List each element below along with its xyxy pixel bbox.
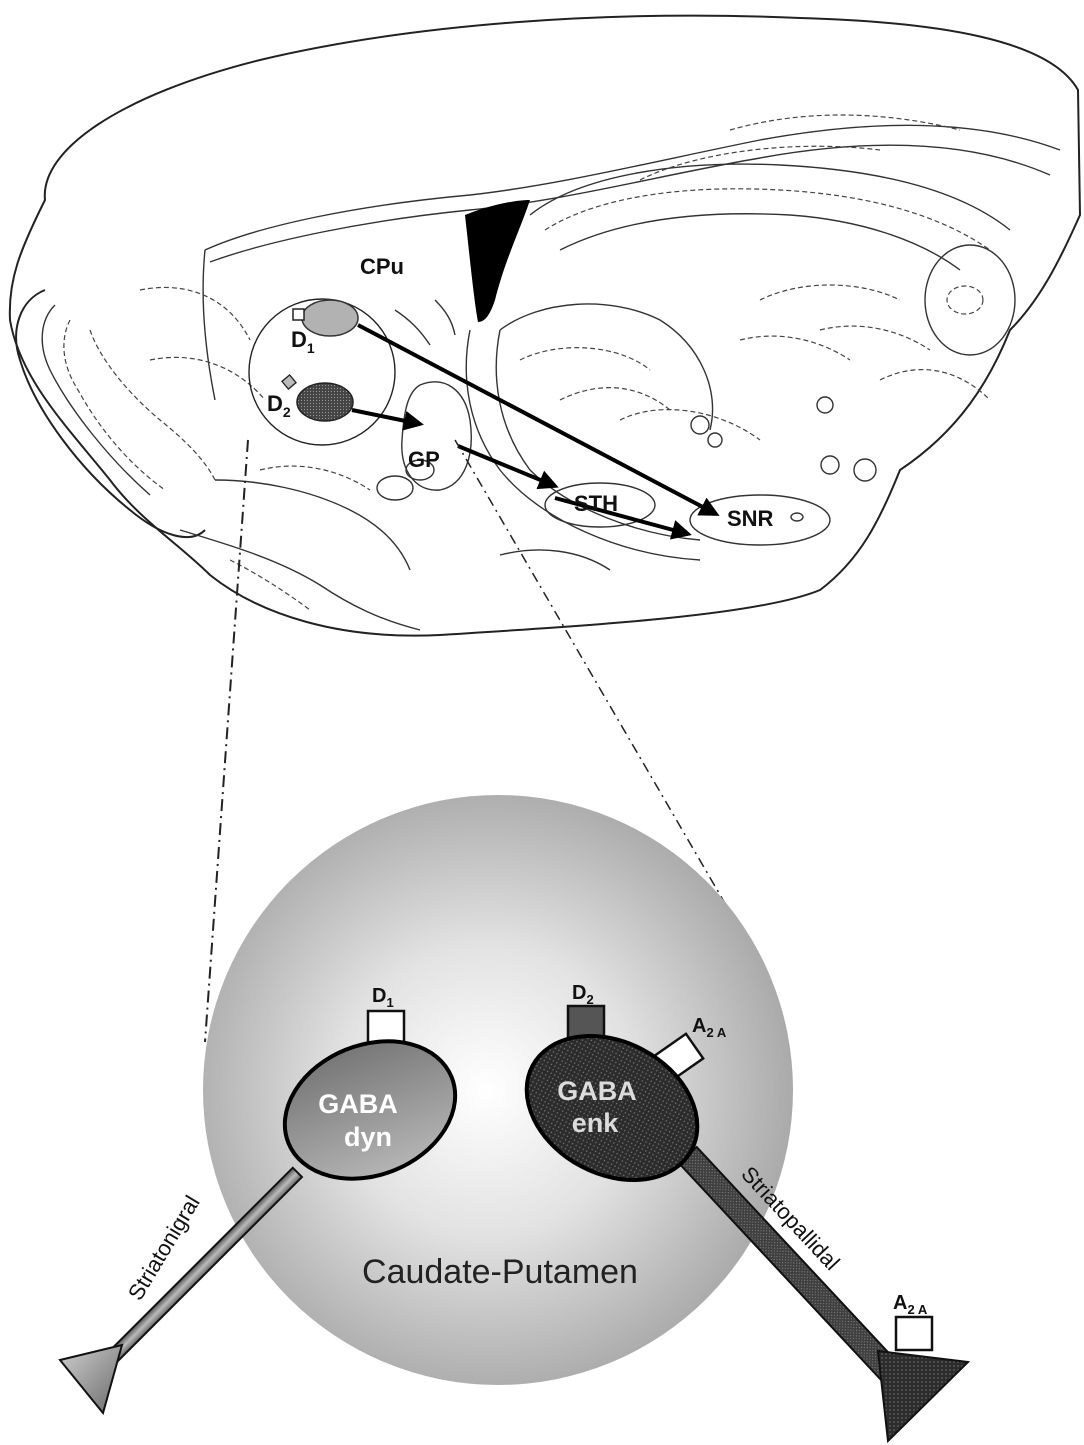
hippocampus <box>530 164 1010 230</box>
striatonigral-terminal <box>60 1345 122 1413</box>
brain-d2-neuron <box>297 383 353 421</box>
arrow-d2-to-gp <box>352 410 420 424</box>
cortex-outline <box>10 16 1080 636</box>
label-snr: SNR <box>727 506 774 531</box>
label-sth: STH <box>574 491 618 516</box>
olfactory-bulb <box>16 290 205 537</box>
brain-d2-receptor <box>282 375 296 389</box>
terminal-a2a-label: A2 A <box>893 1292 928 1317</box>
caudate-putamen-label: Caudate-Putamen <box>362 1253 638 1291</box>
striatopallidal-terminal <box>878 1351 968 1441</box>
caudate-putamen-sphere <box>203 795 793 1385</box>
gaba-enk-line2: enk <box>572 1108 620 1138</box>
gaba-enk-line1: GABA <box>557 1076 637 1106</box>
globus-pallidus-outline <box>402 382 471 490</box>
label-gp: GP <box>408 447 440 472</box>
gaba-dyn-line2: dyn <box>344 1122 392 1152</box>
brain-section: CPu D1 D2 GP STH SNR <box>10 16 1080 636</box>
brain-d1-neuron <box>302 300 358 336</box>
lateral-ventricle <box>465 200 530 322</box>
brain-d1-receptor <box>293 309 304 320</box>
corpus-callosum <box>205 125 1060 250</box>
caudate-putamen-inset: D1 GABA dyn A2 A D2 A2 A GABA enk Striat… <box>60 795 968 1441</box>
arrow-gp-to-sth <box>458 446 555 486</box>
label-d2: D2 <box>267 391 291 420</box>
terminal-a2a-receptor <box>896 1317 932 1350</box>
d1-receptor <box>368 1011 404 1044</box>
gaba-dyn-line1: GABA <box>318 1089 398 1119</box>
label-cpu: CPu <box>360 254 404 279</box>
